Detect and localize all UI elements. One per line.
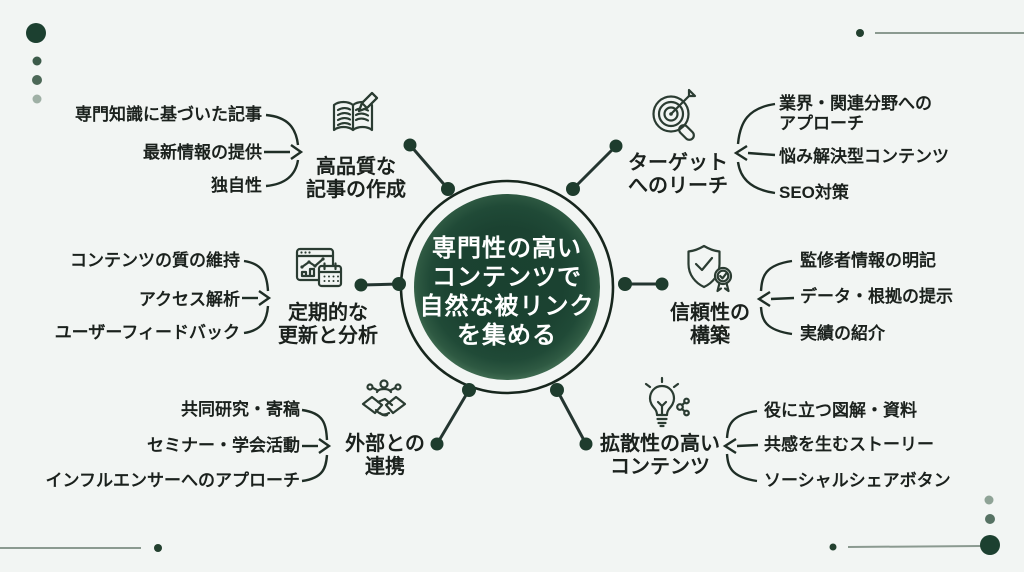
corner-dots-bottom-right — [829, 495, 1000, 555]
analytics-calendar-icon — [295, 247, 343, 288]
mindmap-item: 独自性 — [211, 176, 262, 195]
branch-label-quality-articles: 高品質な 記事の作成 — [306, 156, 406, 201]
mindmap-item: 共同研究・寄稿 — [181, 400, 300, 419]
central-topic: 専門性の高い コンテンツで 自然な被リンク を集める — [419, 235, 595, 349]
mindmap-item: 業界・関連分野への アプローチ — [779, 94, 932, 133]
mindmap-item: SEO対策 — [779, 183, 849, 202]
mindmap-item: 専門知識に基づいた記事 — [75, 105, 262, 124]
shield-check-icon — [687, 244, 733, 293]
target-search-icon — [652, 88, 697, 141]
mindmap-item: コンテンツの質の維持 — [70, 251, 240, 270]
mindmap-item: 共感を生むストーリー — [764, 435, 934, 454]
branch-label-viral-content: 拡散性の高い コンテンツ — [600, 433, 720, 478]
mindmap-item: アクセス解析 — [138, 290, 240, 309]
mindmap-item: セミナー・学会活動 — [147, 436, 300, 455]
mindmap-item: 役に立つ図解・資料 — [764, 401, 917, 420]
branch-label-trust-building: 信頼性の 構築 — [670, 302, 750, 347]
handshake-icon — [361, 379, 407, 417]
book-pen-icon — [332, 91, 379, 132]
mindmap-item: ソーシャルシェアボタン — [764, 471, 951, 490]
mindmap-item: インフルエンサーへのアプローチ — [45, 471, 301, 490]
corner-dots-top-left — [26, 23, 46, 104]
branch-label-regular-update: 定期的な 更新と分析 — [278, 302, 378, 347]
mindmap-item: 監修者情報の明記 — [800, 251, 936, 270]
mindmap-item: 実績の紹介 — [800, 324, 885, 343]
mindmap-item: ユーザーフィードバック — [54, 323, 240, 342]
corner-line-top-right — [856, 29, 1024, 37]
mindmap-item: データ・根拠の提示 — [800, 287, 953, 306]
branch-label-external-collab: 外部との 連携 — [345, 433, 425, 478]
corner-line-bottom-left — [0, 544, 162, 552]
lightbulb-share-icon — [644, 376, 690, 428]
branch-label-target-reach: ターゲット へのリーチ — [628, 152, 728, 197]
mindmap-item: 最新情報の提供 — [143, 143, 262, 162]
mindmap-item: 悩み解決型コンテンツ — [779, 147, 949, 166]
